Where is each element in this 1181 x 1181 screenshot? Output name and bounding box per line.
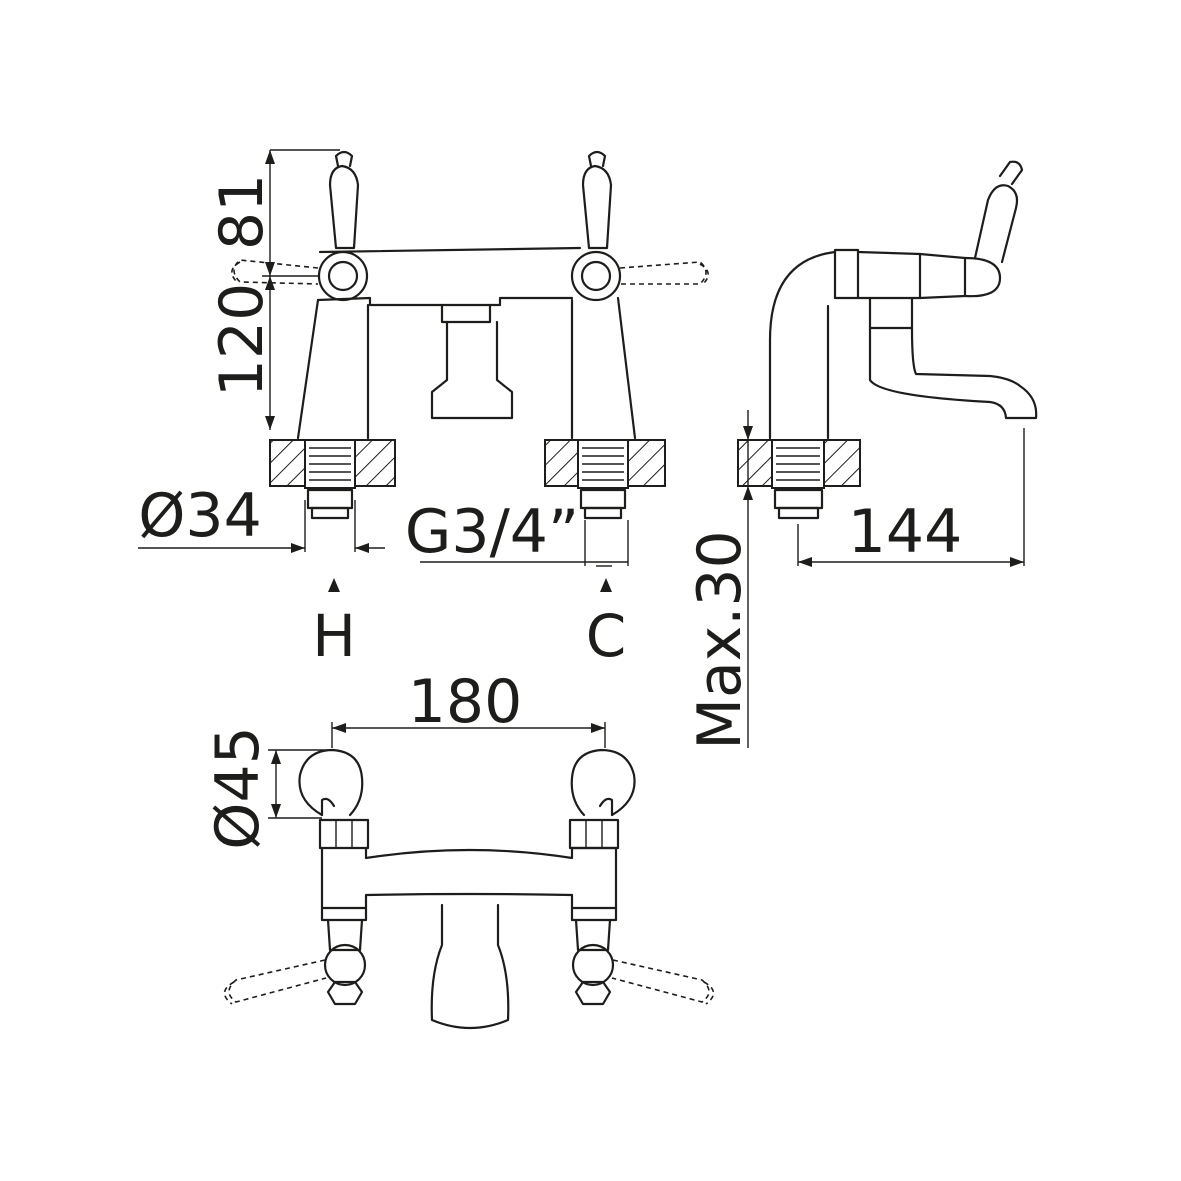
- side-dimensions: Max.30 144: [685, 410, 1025, 750]
- side-view: [737, 160, 1038, 520]
- top-view: [223, 748, 715, 1030]
- dimension-diameter-45: Ø45: [203, 726, 273, 850]
- dimension-81: 81: [207, 174, 277, 250]
- dimension-120: 120: [207, 283, 277, 398]
- dimension-144: 144: [848, 497, 963, 567]
- cold-arrow-icon: [600, 578, 612, 592]
- front-view: [231, 150, 709, 520]
- dimension-diameter-34: Ø34: [138, 481, 262, 551]
- hot-label: H: [312, 602, 356, 670]
- hot-arrow-icon: [328, 578, 340, 592]
- dimension-max-30: Max.30: [685, 530, 755, 749]
- dimension-180: 180: [408, 667, 523, 737]
- top-dimensions: 180 Ø45: [203, 667, 606, 850]
- front-dimensions: 81 120 Ø34 G3/4” H C: [138, 149, 629, 670]
- dimension-thread: G3/4”: [405, 497, 579, 567]
- cold-label: C: [586, 602, 627, 670]
